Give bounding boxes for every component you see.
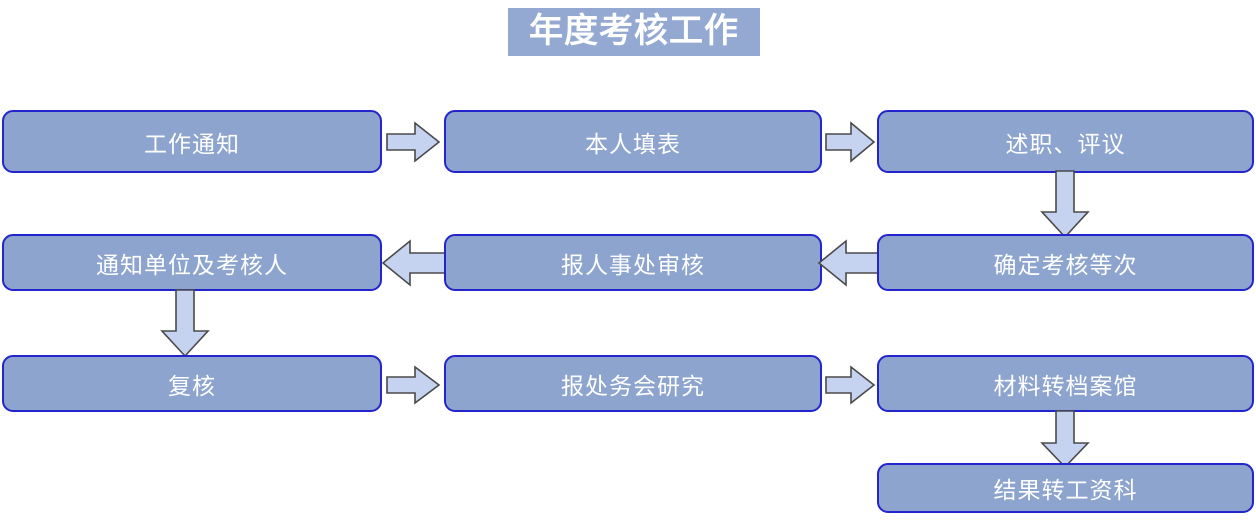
- diagram-title: 年度考核工作: [529, 13, 739, 50]
- node-notify-unit-and-assessor[interactable]: 通知单位及考核人: [2, 234, 382, 291]
- arrow-right-meeting-to-archive: [825, 365, 876, 405]
- node-recheck[interactable]: 复核: [2, 355, 382, 412]
- arrow-down-report-to-grade: [1040, 170, 1090, 239]
- arrow-left-grade-to-hr: [817, 239, 880, 287]
- arrow-right-recheck-to-meeting: [386, 365, 441, 405]
- arrow-right-notice-to-form: [386, 121, 441, 163]
- arrow-down-notify-to-recheck: [160, 289, 210, 358]
- node-self-fill-form[interactable]: 本人填表: [444, 110, 822, 173]
- node-determine-grade[interactable]: 确定考核等次: [877, 234, 1254, 291]
- arrow-left-hr-to-notify: [381, 239, 446, 287]
- node-transfer-material-archive[interactable]: 材料转档案馆: [877, 355, 1254, 412]
- node-work-notice[interactable]: 工作通知: [2, 110, 382, 173]
- node-submit-hr-review[interactable]: 报人事处审核: [444, 234, 822, 291]
- diagram-title-banner: 年度考核工作: [508, 8, 760, 56]
- node-result-to-payroll[interactable]: 结果转工资科: [877, 463, 1254, 513]
- node-report-and-review[interactable]: 述职、评议: [877, 110, 1254, 173]
- arrow-right-form-to-report: [825, 121, 876, 163]
- node-office-meeting-study[interactable]: 报处务会研究: [444, 355, 822, 412]
- arrow-down-archive-to-payroll: [1040, 410, 1090, 469]
